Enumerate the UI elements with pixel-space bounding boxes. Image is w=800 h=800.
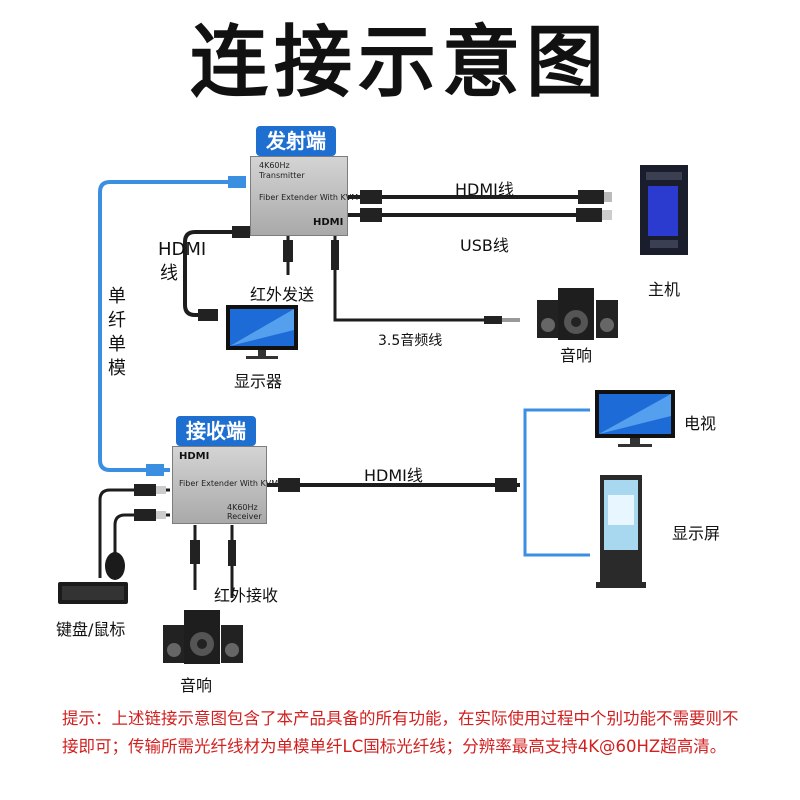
fiber-connector-bottom xyxy=(146,464,164,476)
note-text: 提示：上述链接示意图包含了本产品具备的所有功能，在实际使用过程中个别功能不需要则… xyxy=(62,709,739,756)
transmitter-box: 4K60Hz Transmitter Fiber Extender With K… xyxy=(250,156,358,236)
blue-bracket xyxy=(523,408,590,557)
transmitter-tag: 发射端 xyxy=(256,126,336,156)
speaker-bottom-icon xyxy=(163,610,243,664)
hdmi-cable-mid-label: HDMI线 xyxy=(364,466,423,485)
host-label: 主机 xyxy=(648,280,681,299)
transmitter-text-2: Transmitter xyxy=(259,171,305,180)
transmitter-text-1: 4K60Hz xyxy=(259,161,290,170)
hdmi-logo: HDMI xyxy=(313,217,344,228)
receiver-text-2: 4K60Hz xyxy=(227,503,258,512)
page-title: 连接示意图 xyxy=(189,18,610,108)
receiver-text-1: Fiber Extender With KVM xyxy=(179,479,279,488)
speaker-top-label: 音响 xyxy=(560,346,593,365)
keyboard-mouse-label: 键盘/鼠标 xyxy=(56,620,126,639)
tv-label: 电视 xyxy=(684,414,717,433)
usb-cable-mouse xyxy=(113,513,170,555)
speaker-bottom-label: 音响 xyxy=(180,676,213,695)
receiver-box: HDMI Fiber Extender With KVM 4K60Hz Rece… xyxy=(172,446,278,524)
host-pc-icon xyxy=(640,165,688,255)
receiver-tag: 接收端 xyxy=(176,416,256,446)
fiber-cable xyxy=(98,180,245,472)
hdmi-logo: HDMI xyxy=(179,451,210,462)
ir-send-label: 红外发送 xyxy=(250,285,315,304)
mouse-icon xyxy=(105,552,125,580)
monitor-label: 显示器 xyxy=(234,372,283,391)
hdmi-vertical-label: HDMI线 xyxy=(158,239,207,284)
display-screen-label: 显示屏 xyxy=(672,524,721,543)
monitor-icon xyxy=(226,305,298,359)
ir-receive-label: 红外接收 xyxy=(214,586,279,605)
fiber-label: 单纤单模 xyxy=(108,286,126,379)
speaker-top-icon xyxy=(537,288,618,340)
tv-icon xyxy=(595,390,675,447)
hdmi-cable-monitor xyxy=(183,230,238,317)
usb-cable-label: USB线 xyxy=(460,236,509,255)
display-screen-icon xyxy=(596,475,646,588)
keyboard-icon xyxy=(58,582,128,604)
audio-cable-label: 3.5音频线 xyxy=(378,333,443,349)
hdmi-cable-top-label: HDMI线 xyxy=(455,180,514,199)
transmitter-text-3: Fiber Extender With KVM xyxy=(259,193,359,202)
usb-cable-keyboard xyxy=(98,488,170,578)
fiber-connector-top xyxy=(228,176,246,188)
receiver-text-3: Receiver xyxy=(227,512,262,521)
